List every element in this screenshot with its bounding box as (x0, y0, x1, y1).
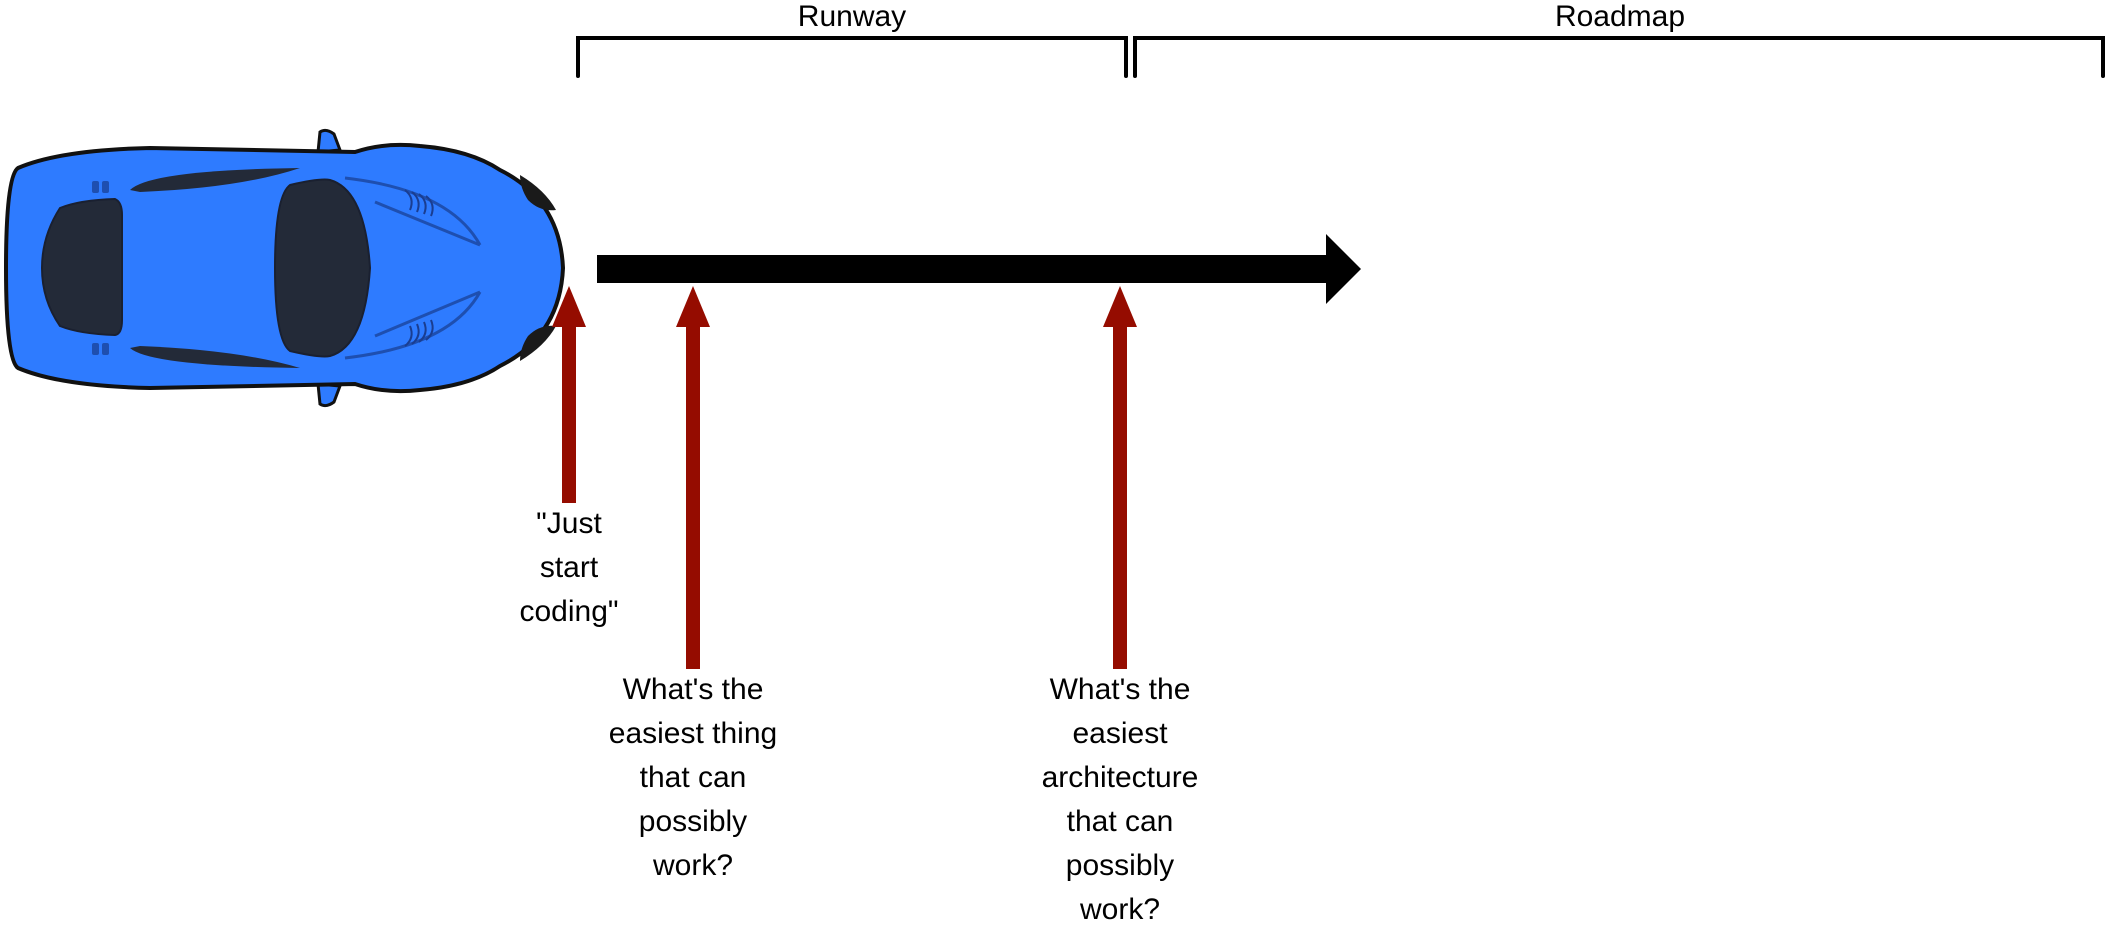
roadmap-bracket (1133, 36, 2105, 78)
caption-line: that can (1066, 805, 1174, 838)
caption-just-start-coding: "Just start coding" (489, 502, 649, 634)
caption-line: easiest (1072, 717, 1168, 750)
marker-arrow-just-start-coding (552, 286, 586, 503)
caption-easiest-architecture: What's the easiest architecture that can… (1000, 668, 1240, 932)
caption-line: possibly (1065, 849, 1175, 882)
caption-line: What's the (1049, 673, 1191, 706)
caption-line: start (539, 551, 599, 584)
caption-line: work? (1079, 893, 1161, 926)
runway-bracket (576, 36, 1128, 78)
caption-line: easiest thing (608, 717, 778, 750)
caption-easiest-thing: What's the easiest thing that can possib… (573, 668, 813, 888)
caption-line: work? (652, 849, 734, 882)
roadmap-label: Roadmap (1554, 0, 1686, 33)
caption-line: coding" (519, 595, 619, 628)
caption-line: architecture (1041, 761, 1199, 794)
caption-line: "Just (536, 507, 602, 540)
caption-line: What's the (622, 673, 764, 706)
marker-arrow-easiest-architecture (1103, 286, 1137, 669)
marker-arrow-easiest-thing (676, 286, 710, 669)
runway-label: Runway (797, 0, 907, 33)
right-arrow-icon (597, 234, 1361, 304)
race-car-top-view-icon (3, 128, 566, 408)
caption-line: possibly (638, 805, 748, 838)
caption-line: that can (639, 761, 747, 794)
